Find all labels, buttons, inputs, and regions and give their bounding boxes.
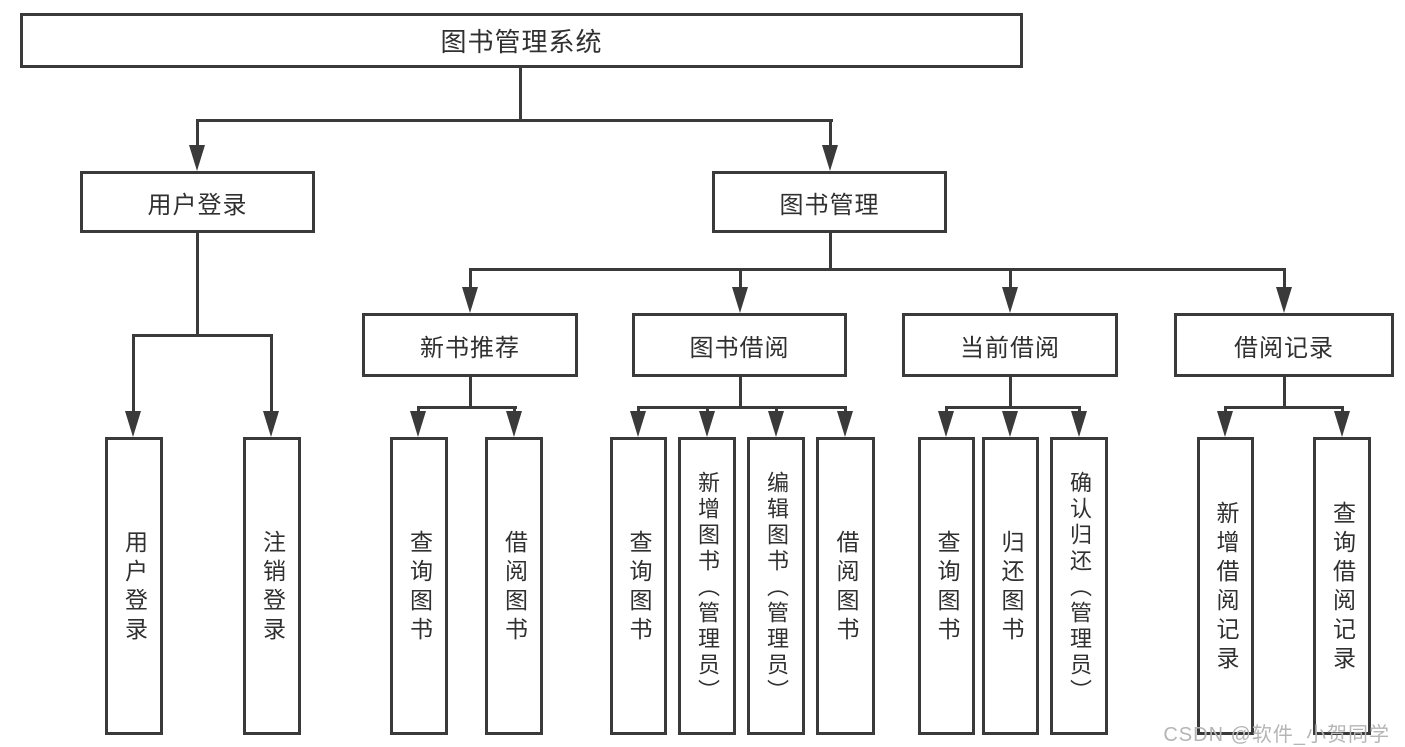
connector-arrow (125, 411, 141, 437)
node-book-borrowing: 图书借阅 (632, 313, 847, 377)
connector-line (196, 233, 199, 337)
connector-line (469, 377, 472, 409)
leaf-borrow-books-borrowing: 借阅图书 (816, 437, 875, 735)
connector-arrow (1276, 287, 1292, 313)
connector-line (132, 334, 135, 416)
connector-arrow (462, 287, 478, 313)
connector-arrow (263, 411, 279, 437)
leaf-search-books-recommend: 查询图书 (390, 437, 448, 735)
connector-line (829, 119, 832, 151)
leaf-add-borrow-record: 新增借阅记录 (1197, 437, 1254, 735)
connector-arrow (189, 145, 205, 171)
connector-line (637, 406, 847, 409)
connector-line (739, 268, 742, 292)
connector-line (1283, 268, 1286, 292)
node-borrowing-records: 借阅记录 (1174, 313, 1394, 377)
connector-line (519, 68, 522, 121)
connector-arrow (1071, 411, 1087, 437)
connector-arrow (732, 287, 748, 313)
connector-line (132, 334, 273, 337)
node-new-book-recommend: 新书推荐 (362, 313, 578, 377)
connector-arrow (1002, 287, 1018, 313)
node-user-login: 用户登录 (80, 171, 315, 233)
connector-arrow (1334, 411, 1350, 437)
leaf-return-books: 归还图书 (982, 437, 1039, 735)
connector-arrow (410, 411, 426, 437)
connector-line (469, 268, 1286, 271)
connector-line (945, 406, 1081, 409)
connector-line (739, 377, 742, 409)
connector-line (417, 406, 517, 409)
connector-arrow (506, 411, 522, 437)
connector-line (196, 119, 833, 122)
connector-line (1283, 377, 1286, 409)
leaf-search-borrow-record: 查询借阅记录 (1313, 437, 1371, 735)
connector-line (270, 334, 273, 416)
connector-arrow (1217, 411, 1233, 437)
connector-arrow (1002, 411, 1018, 437)
connector-arrow (630, 411, 646, 437)
leaf-search-books-borrowing: 查询图书 (610, 437, 667, 735)
connector-arrow (938, 411, 954, 437)
connector-line (829, 233, 832, 271)
leaf-search-books-current: 查询图书 (918, 437, 975, 735)
watermark-text: CSDN @软件_小贺同学 (1163, 724, 1390, 746)
node-book-management: 图书管理 (712, 171, 947, 233)
connector-line (469, 268, 472, 292)
leaf-edit-books-admin: 编辑图书（管理员） (747, 437, 805, 735)
connector-arrow (837, 411, 853, 437)
leaf-add-books-admin: 新增图书（管理员） (678, 437, 736, 735)
connector-line (1009, 268, 1012, 292)
leaf-borrow-books-recommend: 借阅图书 (485, 437, 543, 735)
node-book-management-system: 图书管理系统 (20, 13, 1023, 68)
connector-arrow (822, 145, 838, 171)
leaf-confirm-return-admin: 确认归还（管理员） (1050, 437, 1108, 735)
connector-line (196, 119, 199, 151)
connector-line (1009, 377, 1012, 409)
connector-arrow (699, 411, 715, 437)
node-current-borrowing: 当前借阅 (902, 313, 1118, 377)
connector-arrow (768, 411, 784, 437)
connector-line (1224, 406, 1344, 409)
leaf-user-login: 用户登录 (105, 437, 163, 735)
leaf-logout: 注销登录 (243, 437, 301, 735)
